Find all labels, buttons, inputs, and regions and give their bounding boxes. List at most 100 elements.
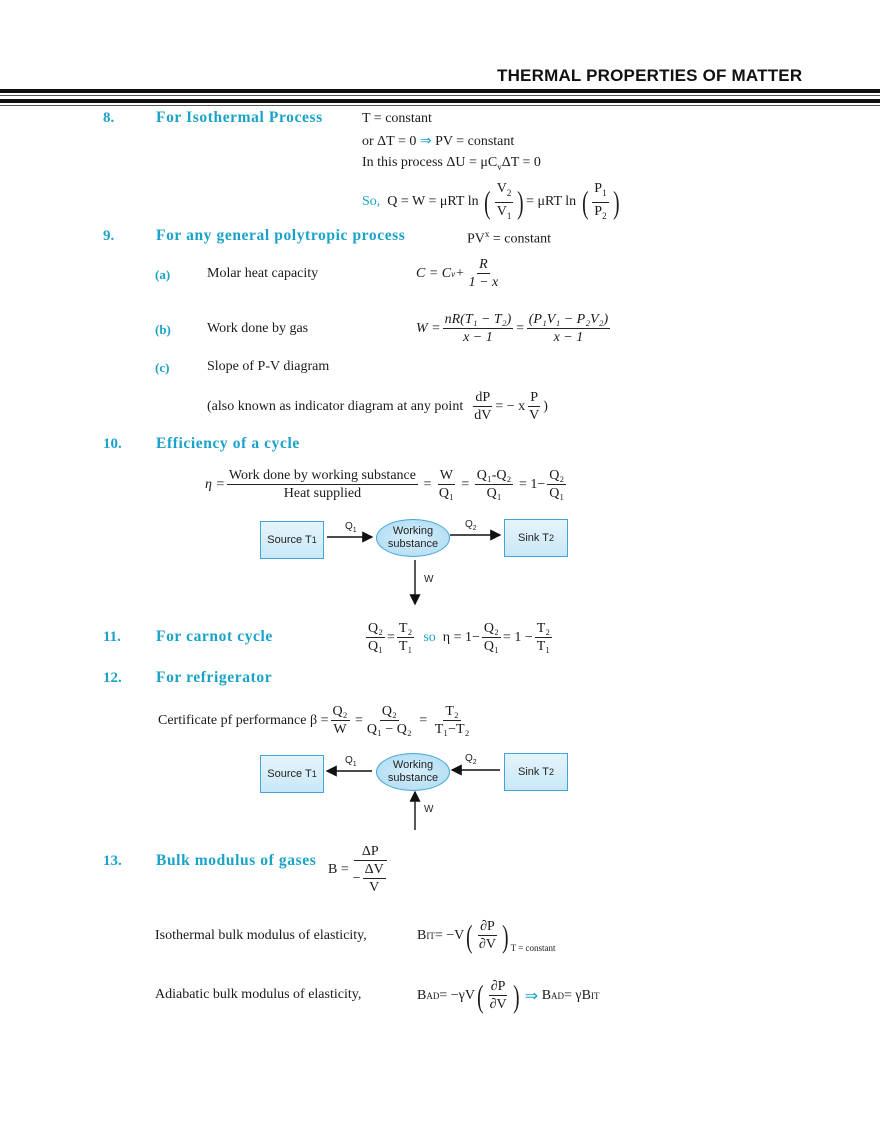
text-span: (also known as indicator diagram at any … <box>207 398 464 414</box>
text-span: x <box>484 229 490 239</box>
text-span: V <box>369 880 380 895</box>
implies-icon: ⇒ <box>419 134 432 149</box>
text-span: Q₂ <box>379 704 399 721</box>
paren-right: ) <box>517 184 524 221</box>
text-span: (P₁V₁ − P₂V₂) <box>526 312 611 329</box>
text-span: = γB <box>564 987 591 1003</box>
text-span: + <box>455 265 465 281</box>
text-span: = 1 − <box>502 629 533 645</box>
text-span: Q₁ <box>549 486 565 501</box>
paren-right: ) <box>512 977 520 1014</box>
text-span: Q₁ <box>368 639 383 654</box>
text-span: ) <box>543 398 548 414</box>
text-span: nR(T₁ − T₂) <box>442 312 514 329</box>
section-title-polytropic: For any general polytropic process <box>156 227 406 244</box>
text-span: Q₁ <box>483 639 499 654</box>
paren-left: ( <box>477 977 484 1014</box>
q1-label: Q1 <box>345 755 357 768</box>
text-span: = −γV <box>439 987 475 1003</box>
text-span: Q₁ <box>438 486 454 501</box>
q2-label: Q2 <box>465 753 477 766</box>
text-span: ∂P <box>478 919 497 936</box>
page-header-title: THERMAL PROPERTIES OF MATTER <box>497 66 803 85</box>
text-span: B <box>541 987 552 1003</box>
section-title-efficiency: Efficiency of a cycle <box>156 435 300 452</box>
text-span: substance <box>387 538 439 550</box>
text-span: ΔT = 0 <box>501 155 541 170</box>
arrow-icon <box>327 529 502 606</box>
text-span: AD <box>551 990 565 1001</box>
text-span: 2 <box>548 533 554 543</box>
text-span: 2 <box>548 767 554 777</box>
section-title-refrigerator: For refrigerator <box>156 669 273 686</box>
item-label: (a) <box>155 267 171 282</box>
text-span: C = C <box>416 265 452 281</box>
text-span: 1 <box>352 527 357 534</box>
text-span: Q <box>465 753 473 764</box>
text-span: Q <box>465 519 473 530</box>
section-number: 10. <box>103 436 122 452</box>
text-span: V <box>496 203 507 219</box>
item-text: Slope of P-V diagram <box>207 359 330 374</box>
text-span: V <box>496 181 507 196</box>
text-span: T₂ <box>534 621 553 638</box>
text-span: dP <box>473 390 493 407</box>
text-span: η = 1− <box>442 629 480 645</box>
text-span: − <box>352 871 361 886</box>
text-span: T₁ <box>398 639 413 654</box>
text-span: B = <box>328 861 349 877</box>
text-span: T₂ <box>443 704 461 721</box>
text-span: = <box>515 320 525 336</box>
text-span: Q₂ <box>366 621 385 638</box>
isothermal-bulk-label: Isothermal bulk modulus of elasticity, <box>155 928 367 943</box>
section-title-carnot: For carnot cycle <box>156 628 273 645</box>
condition-subscript: T = constant <box>510 943 556 953</box>
text-span: 1 <box>311 535 317 545</box>
text-span: = − x <box>495 398 526 414</box>
paren-left: ( <box>484 184 491 221</box>
text-span: substance <box>387 772 439 784</box>
text-span: = constant <box>489 231 551 247</box>
w-label: W <box>424 574 434 585</box>
text-span: Q₂ <box>547 468 567 485</box>
text-span: ΔP <box>353 843 387 861</box>
paren-left: ( <box>466 917 473 954</box>
text-span: dV <box>474 408 492 423</box>
text-span: IT <box>426 930 435 941</box>
header-rule <box>0 99 880 103</box>
so-label: So, <box>362 194 381 210</box>
working-substance-ellipse: Working substance <box>376 753 450 791</box>
adiabatic-bulk-label: Adiabatic bulk modulus of elasticity, <box>155 987 362 1002</box>
item-text: Molar heat capacity <box>207 266 319 281</box>
q2-label: Q2 <box>465 519 477 532</box>
paren-right: ) <box>502 917 509 954</box>
text-span: x − 1 <box>463 330 493 345</box>
text-span: R <box>477 257 490 274</box>
text-span: x − 1 <box>553 330 584 345</box>
text-span: v <box>451 268 456 279</box>
implies-icon: ⇒ <box>524 987 539 1005</box>
text-span: Source T <box>267 534 312 546</box>
text-span: Q <box>345 521 353 532</box>
slope-formula: (also known as indicator diagram at any … <box>207 389 548 424</box>
text-span: ∂P <box>488 979 508 996</box>
fraction: ∂P∂V <box>488 978 509 1013</box>
item-label: (b) <box>155 322 171 337</box>
section-number: 8. <box>103 110 115 126</box>
